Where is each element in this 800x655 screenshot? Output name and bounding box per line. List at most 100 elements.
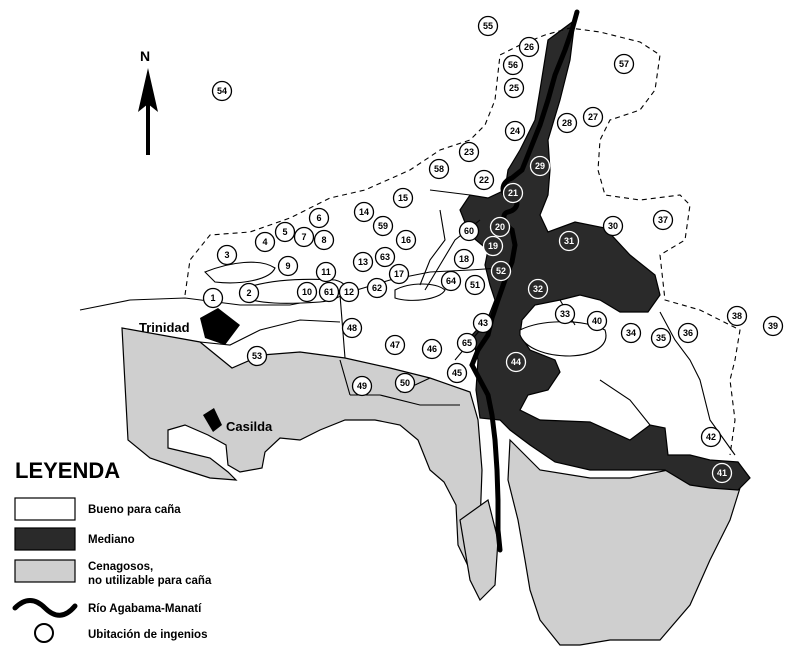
mill-number: 25 xyxy=(509,83,519,93)
mill-marker-8: 8 xyxy=(313,229,335,251)
boundary-dashed xyxy=(184,27,741,456)
mill-number: 60 xyxy=(464,226,474,236)
mill-circle-icon xyxy=(374,246,396,268)
swamp-area-east xyxy=(507,438,741,646)
town-label-trinidad: Trinidad xyxy=(139,320,190,335)
mill-marker-17: 17 xyxy=(388,263,410,285)
mill-marker-10: 10 xyxy=(296,281,318,303)
mill-circle-icon xyxy=(558,230,580,252)
mill-number: 46 xyxy=(427,344,437,354)
mill-circle-icon xyxy=(556,112,578,134)
mill-number: 56 xyxy=(508,60,518,70)
mill-marker-15: 15 xyxy=(392,187,414,209)
mill-marker-43: 43 xyxy=(472,312,494,334)
mill-number: 42 xyxy=(706,432,716,442)
mill-circle-icon xyxy=(318,281,340,303)
mill-number: 38 xyxy=(732,311,742,321)
mill-marker-13: 13 xyxy=(352,251,374,273)
mill-circle-icon xyxy=(482,235,504,257)
mill-number: 15 xyxy=(398,193,408,203)
legend-label-swamp-2: no utilizable para caña xyxy=(88,575,212,587)
mill-number: 37 xyxy=(658,215,668,225)
mill-circle-icon xyxy=(464,274,486,296)
legend-label-medium: Mediano xyxy=(88,534,135,546)
mill-marker-50: 50 xyxy=(394,372,416,394)
mill-circle-icon xyxy=(216,244,238,266)
mill-marker-51: 51 xyxy=(464,274,486,296)
river-agabama-manati xyxy=(469,9,580,553)
mill-number: 29 xyxy=(535,161,545,171)
legend: LEYENDA Bueno para caña Mediano Cenagoso… xyxy=(12,458,212,643)
mill-number: 47 xyxy=(390,340,400,350)
mill-circle-icon xyxy=(613,53,635,75)
casilda-marker xyxy=(203,408,222,432)
mill-marker-35: 35 xyxy=(650,327,672,349)
mill-marker-18: 18 xyxy=(453,248,475,270)
legend-title: LEYENDA xyxy=(15,458,120,483)
mill-circle-icon xyxy=(650,327,672,349)
mill-marker-60: 60 xyxy=(458,220,480,242)
mill-number: 13 xyxy=(358,257,368,267)
mill-number: 20 xyxy=(495,222,505,232)
mill-marker-14: 14 xyxy=(353,201,375,223)
mill-marker-41: 41 xyxy=(711,462,733,484)
mill-marker-31: 31 xyxy=(558,230,580,252)
mill-number: 22 xyxy=(479,175,489,185)
mill-marker-29: 29 xyxy=(529,155,551,177)
mill-marker-25: 25 xyxy=(503,77,525,99)
mill-marker-47: 47 xyxy=(384,334,406,356)
mill-circle-icon xyxy=(366,277,388,299)
mill-circle-icon xyxy=(338,281,360,303)
mill-marker-63: 63 xyxy=(374,246,396,268)
mill-circle-icon xyxy=(518,36,540,58)
mill-circle-icon xyxy=(351,375,373,397)
mill-marker-16: 16 xyxy=(395,229,417,251)
mill-number: 52 xyxy=(496,266,506,276)
mill-number: 3 xyxy=(224,250,229,260)
mill-circle-icon xyxy=(293,226,315,248)
mill-circle-icon xyxy=(677,322,699,344)
legend-swatch-good xyxy=(14,497,76,521)
mill-circle-icon xyxy=(582,106,604,128)
mill-number: 21 xyxy=(508,188,518,198)
mill-circle-icon xyxy=(477,15,499,37)
mill-marker-28: 28 xyxy=(556,112,578,134)
mill-number: 53 xyxy=(252,351,262,361)
mill-number: 24 xyxy=(510,126,520,136)
mill-circle-icon xyxy=(527,278,549,300)
mill-circle-icon xyxy=(456,332,478,354)
mill-marker-54: 54 xyxy=(211,80,233,102)
mill-number: 17 xyxy=(394,269,404,279)
mill-circle-icon xyxy=(392,187,414,209)
mill-number: 45 xyxy=(452,368,462,378)
mill-circle-icon xyxy=(472,312,494,334)
mill-number: 34 xyxy=(626,328,636,338)
north-arrow: N xyxy=(138,48,158,155)
mill-marker-59: 59 xyxy=(372,215,394,237)
mill-number: 43 xyxy=(478,318,488,328)
mill-circle-icon xyxy=(446,362,468,384)
swamp-spur xyxy=(459,498,499,602)
mill-marker-34: 34 xyxy=(620,322,642,344)
mill-marker-24: 24 xyxy=(504,120,526,142)
mill-circle-icon xyxy=(726,305,748,327)
mill-number: 8 xyxy=(321,235,326,245)
mill-marker-21: 21 xyxy=(502,182,524,204)
mill-marker-61: 61 xyxy=(318,281,340,303)
mill-number: 4 xyxy=(262,237,267,247)
town-label-casilda: Casilda xyxy=(226,419,273,434)
mill-circle-icon xyxy=(428,158,450,180)
mill-marker-9: 9 xyxy=(277,255,299,277)
trinidad-marker xyxy=(200,308,240,345)
mill-circle-icon xyxy=(254,231,276,253)
mill-circle-icon xyxy=(421,338,443,360)
mill-circle-icon xyxy=(762,315,784,337)
mill-marker-20: 20 xyxy=(489,216,511,238)
mill-marker-12: 12 xyxy=(338,281,360,303)
mill-marker-57: 57 xyxy=(613,53,635,75)
mill-circle-icon xyxy=(711,462,733,484)
mill-number: 12 xyxy=(344,287,354,297)
mill-number: 54 xyxy=(217,86,227,96)
mill-circle-icon xyxy=(473,169,495,191)
mill-marker-52: 52 xyxy=(490,260,512,282)
